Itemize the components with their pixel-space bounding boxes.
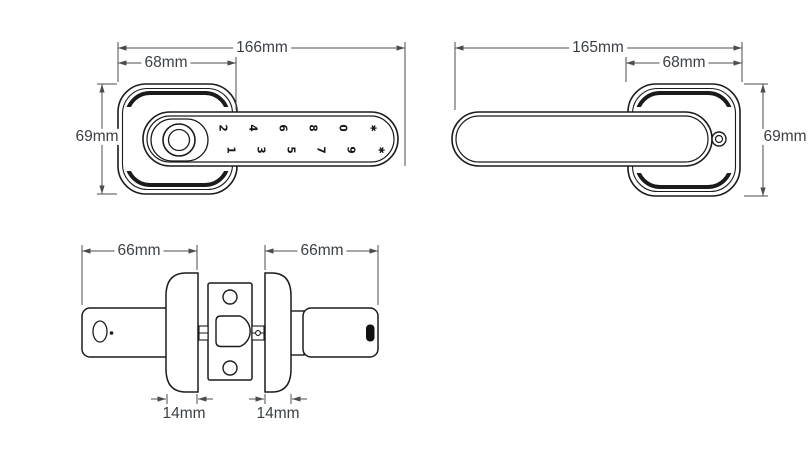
- keypad-star-icon: ✱: [367, 124, 378, 132]
- keypad-digit-3: 3: [254, 146, 267, 154]
- side-fingerprint-oval: [92, 320, 108, 343]
- dim-label-rear-total-width: 165mm: [569, 39, 627, 57]
- dim-label-side-front-length: 66mm: [114, 242, 164, 260]
- screw-hole-top: [222, 289, 238, 305]
- dim-label-rear-plate-width: 68mm: [659, 54, 709, 72]
- fingerprint-module: [150, 118, 209, 162]
- screw-hole-bottom: [222, 360, 238, 376]
- rear-view: [451, 83, 741, 197]
- keypad-digit-2: 2: [216, 124, 229, 132]
- side-front-rose: [165, 272, 199, 393]
- front-view: [117, 83, 399, 195]
- dim-label-rear-rose-thickness: 14mm: [253, 405, 303, 423]
- fingerprint-sensor-ring: [162, 123, 196, 157]
- spindle-tab-pin: [255, 330, 261, 336]
- keypad-digit-8: 8: [306, 124, 319, 132]
- side-rear-lever: [302, 307, 379, 358]
- rear-reset-button-ring: [711, 131, 727, 147]
- dim-label-front-plate-width: 68mm: [141, 54, 191, 72]
- keypad-digit-9: 9: [344, 146, 357, 154]
- keypad-digit-0: 0: [336, 124, 349, 132]
- rear-lever-inner: [455, 115, 709, 163]
- front-lever: [142, 111, 399, 167]
- keypad-digit-5: 5: [284, 146, 297, 154]
- dim-label-rear-height: 69mm: [762, 127, 808, 146]
- keypad-star-icon: ✱: [375, 146, 386, 154]
- front-lever-inner: [146, 115, 395, 163]
- spindle-cutout: [215, 315, 251, 348]
- dim-label-front-height: 69mm: [72, 128, 122, 146]
- dim-label-side-rear-length: 66mm: [297, 242, 347, 260]
- usb-port-slot: [366, 324, 375, 342]
- rear-lever: [451, 111, 713, 167]
- keypad-digit-6: 6: [276, 124, 289, 132]
- side-view: [81, 272, 379, 393]
- side-led-dot: [109, 331, 114, 335]
- rear-reset-button: [714, 134, 724, 144]
- dim-label-front-total-width: 166mm: [233, 39, 291, 57]
- side-rear-rose: [264, 272, 292, 393]
- side-front-lever: [81, 307, 174, 358]
- keypad-digit-7: 7: [314, 146, 327, 154]
- keypad-digit-1: 1: [224, 146, 237, 154]
- fingerprint-sensor: [167, 128, 191, 152]
- keypad-digit-4: 4: [246, 124, 259, 132]
- dim-label-front-rose-thickness: 14mm: [159, 405, 209, 423]
